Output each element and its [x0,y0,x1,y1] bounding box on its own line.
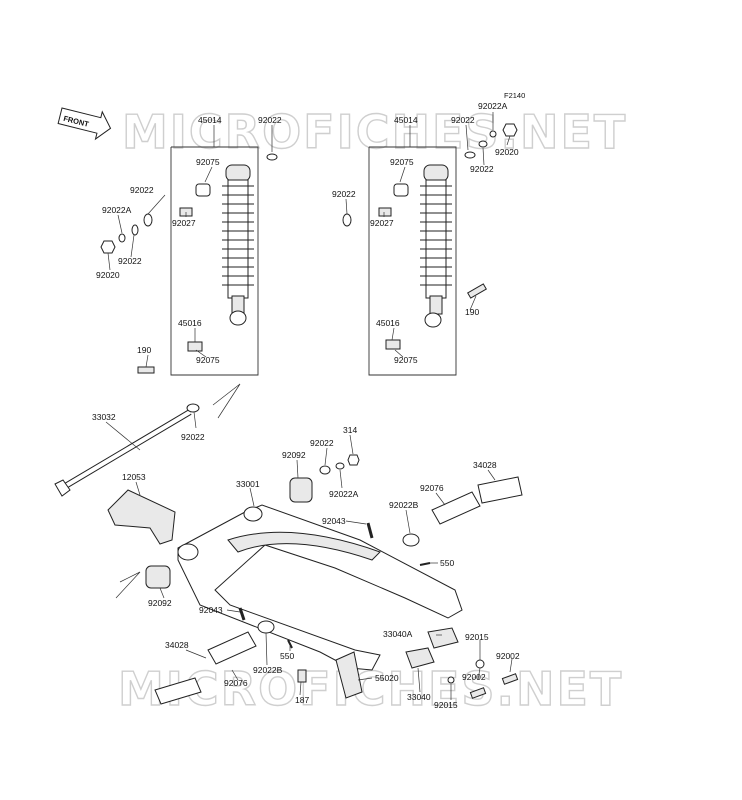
part-label: 314 [343,425,357,435]
part-label: 92076 [224,678,248,688]
swing-arm-assembly [54,383,523,705]
part-label: 92075 [394,355,418,365]
part-label: 33032 [92,412,116,422]
part-label: 92022 [470,164,494,174]
part-label: 92015 [465,632,489,642]
part-label: 92022A [102,205,132,215]
part-label: 34028 [165,640,189,650]
part-label: 92022 [258,115,282,125]
part-label: 34028 [473,460,497,470]
part-label: 92022 [118,256,142,266]
part-label: 55020 [375,673,399,683]
part-label: 92022A [329,489,359,499]
part-label: 12053 [122,472,146,482]
part-label: 92043 [322,516,346,526]
part-label: 187 [295,695,309,705]
part-label: 190 [137,345,151,355]
part-label: 92075 [196,355,220,365]
part-label: 92002 [462,672,486,682]
part-label: 92075 [390,157,414,167]
part-label: 92092 [148,598,172,608]
part-label: 92027 [172,218,196,228]
part-label: 92022 [181,432,205,442]
part-label: 92043 [199,605,223,615]
right-shock-group [342,123,518,376]
part-label: 92075 [196,157,220,167]
front-direction-badge: FRONT [57,107,112,141]
front-arrow-icon [57,107,112,141]
leader-lines [105,112,513,700]
part-label: 92015 [434,700,458,710]
part-label: 550 [440,558,454,568]
part-label: 92022 [130,185,154,195]
part-label: 550 [280,651,294,661]
part-number-labels: 45014 92022 92075 92022 92022A 92027 920… [92,101,520,710]
left-shock-frame [170,146,259,376]
part-label: 92022B [389,500,419,510]
part-label: 92022 [310,438,334,448]
part-label: 33040 [407,692,431,702]
part-label: 92020 [495,147,519,157]
part-label: 92022 [451,115,475,125]
right-shock-spring [420,164,452,328]
part-label: 45014 [198,115,222,125]
part-label: 92020 [96,270,120,280]
part-label: 92022A [478,101,508,111]
diagram-code: F2140 [504,91,525,100]
part-label: 45014 [394,115,418,125]
part-label: 190 [465,307,479,317]
part-label: 92022 [332,189,356,199]
right-shock-frame [368,146,457,376]
left-shock-spring [222,164,254,326]
part-label: 92027 [370,218,394,228]
watermark-top: MICROFICHES.NET [122,105,627,159]
part-label: 33001 [236,479,260,489]
part-label: 92022B [253,665,283,675]
part-label: 92002 [496,651,520,661]
part-label: 92076 [420,483,444,493]
part-label: 33040A [383,629,413,639]
watermark-bottom: MICROFICHES.NET [118,662,623,716]
part-label: 45016 [178,318,202,328]
part-label: 92092 [282,450,306,460]
part-label: 45016 [376,318,400,328]
